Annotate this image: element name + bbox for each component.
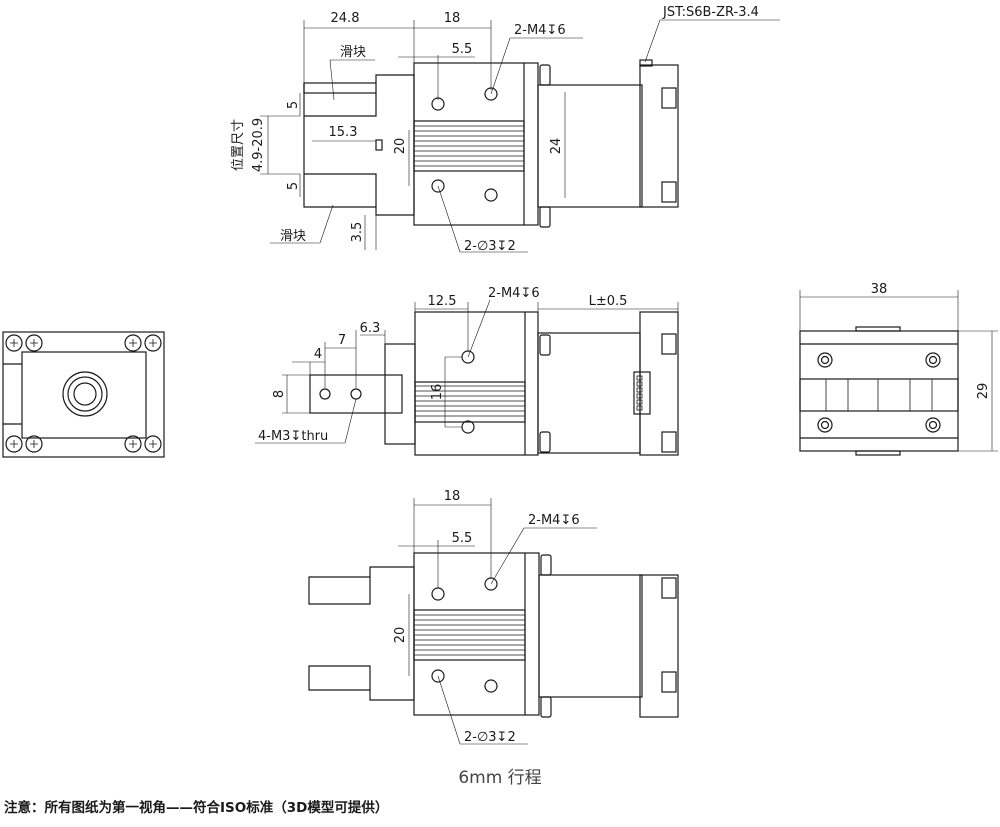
bottom-motor-end-tab-upper <box>661 577 677 599</box>
bottom-finger-upper <box>308 576 371 605</box>
top-view: 24.8 18 5.5 2-M4↧6 JST:S6B-ZR-3.4 滑块 滑块 … <box>231 5 780 254</box>
top-rail-lines <box>414 125 524 167</box>
left-boss-outer <box>62 371 108 417</box>
label-2-hole: 2-∅3↧2 <box>464 239 516 254</box>
label-position-size: 位置尺寸 <box>231 119 246 171</box>
side-m3-hole-left <box>319 388 331 400</box>
right-dimension-lines <box>799 290 998 452</box>
left-end-view <box>2 331 165 458</box>
right-center-dividers <box>825 379 933 411</box>
side-hole-lower <box>461 420 475 434</box>
bottom-dim-5-5: 5.5 <box>452 531 473 546</box>
right-end-view: 38 29 <box>799 282 998 456</box>
bottom-finger-lower <box>308 665 371 691</box>
top-hole-left-lower <box>431 179 445 193</box>
dim-4: 4 <box>314 347 322 362</box>
right-bottom-slot <box>855 450 901 456</box>
dim-15-3: 15.3 <box>329 125 358 140</box>
dim-3-5: 3.5 <box>350 222 365 243</box>
right-body <box>799 330 959 452</box>
left-body <box>2 331 165 458</box>
bottom-rail-lines <box>414 614 525 656</box>
bottom-label-2-m4: 2-M4↧6 <box>528 513 580 528</box>
label-2-m4: 2-M4↧6 <box>514 23 566 38</box>
dim-20: 20 <box>393 138 408 155</box>
left-inner <box>21 351 147 439</box>
side-motor-tab-lower <box>539 431 551 453</box>
bottom-hole-left-upper <box>431 587 445 601</box>
dim-24-8: 24.8 <box>331 11 360 26</box>
label-m3-thru: 4-M3↧thru <box>258 429 328 444</box>
bottom-motor-tab-upper <box>540 554 552 576</box>
top-finger-upper-slot <box>303 82 377 94</box>
label-position-range: 4.9-20.9 <box>251 118 266 172</box>
top-motor-tab-upper <box>539 64 551 86</box>
bottom-hole-left-lower <box>431 669 445 683</box>
bottom-motor-end <box>639 574 679 718</box>
side-motor-tab-upper <box>539 334 551 356</box>
dim-24: 24 <box>549 138 564 155</box>
stroke-caption: 6mm 行程 <box>458 768 541 788</box>
side-motor-end <box>639 311 679 456</box>
dim-length: L±0.5 <box>589 294 628 309</box>
side-connector <box>633 371 651 415</box>
bottom-hole-right-lower <box>484 679 498 693</box>
top-finger-lower <box>303 173 377 208</box>
side-jaw <box>384 343 416 445</box>
bottom-label-2-hole: 2-∅3↧2 <box>464 730 516 745</box>
right-top-slot <box>855 326 901 332</box>
bottom-dim-20: 20 <box>393 627 408 644</box>
top-motor-tab-lower <box>539 206 551 228</box>
label-jst: JST:S6B-ZR-3.4 <box>662 5 759 20</box>
top-motor <box>537 84 643 208</box>
side-motor <box>537 332 641 454</box>
top-motor-end-tab-lower <box>661 181 677 203</box>
dim-5-5: 5.5 <box>452 42 473 57</box>
dim-5-lower: 5 <box>286 182 301 190</box>
top-finger-upper <box>303 83 377 117</box>
dim-16: 16 <box>430 384 445 401</box>
side-connector-pins <box>636 375 643 411</box>
label-slider-upper: 滑块 <box>340 45 366 60</box>
top-dimension-lines <box>260 19 780 253</box>
dim-12-5: 12.5 <box>428 294 457 309</box>
dim-29: 29 <box>976 383 991 400</box>
right-center-band <box>799 378 959 412</box>
side-main-body <box>414 311 539 456</box>
bottom-view: 18 5.5 2-M4↧6 20 2-∅3↧2 <box>308 489 679 745</box>
bottom-motor-end-tab-lower <box>661 671 677 693</box>
dim-8: 8 <box>272 390 287 398</box>
top-main-body <box>413 62 539 226</box>
dim-7: 7 <box>338 333 346 348</box>
bottom-dimension-lines <box>398 498 597 745</box>
right-holes <box>817 352 941 433</box>
top-pin <box>375 139 383 151</box>
bottom-dim-18: 18 <box>444 489 461 504</box>
top-motor-end <box>639 64 679 208</box>
footer-note: 注意：所有图纸为第一视角——符合ISO标准（3D模型可提供） <box>4 799 388 816</box>
left-screws <box>5 334 162 453</box>
side-label-2-m4: 2-M4↧6 <box>488 286 540 301</box>
bottom-motor-tab-lower <box>540 696 552 718</box>
side-motor-end-tab-upper <box>661 333 677 355</box>
side-view: 12.5 2-M4↧6 L±0.5 6.3 7 4 8 16 4-M3↧thru <box>255 286 679 456</box>
dim-6-3: 6.3 <box>360 321 381 336</box>
bottom-motor <box>538 574 643 698</box>
side-dimension-lines <box>255 299 679 444</box>
label-slider-lower: 滑块 <box>280 229 306 244</box>
left-boss-inner <box>73 382 97 406</box>
left-boss-mid <box>67 376 103 412</box>
dim-5-upper: 5 <box>286 101 301 109</box>
top-hole-right-lower <box>484 188 498 202</box>
dim-18: 18 <box>444 11 461 26</box>
side-rail-lines <box>415 385 525 417</box>
dim-38: 38 <box>871 282 888 297</box>
bottom-main-body <box>413 552 540 716</box>
side-motor-end-tab-lower <box>661 431 677 453</box>
side-m3-hole-right <box>350 388 362 400</box>
left-notch <box>3 363 22 425</box>
top-motor-end-tab-upper <box>661 87 677 109</box>
